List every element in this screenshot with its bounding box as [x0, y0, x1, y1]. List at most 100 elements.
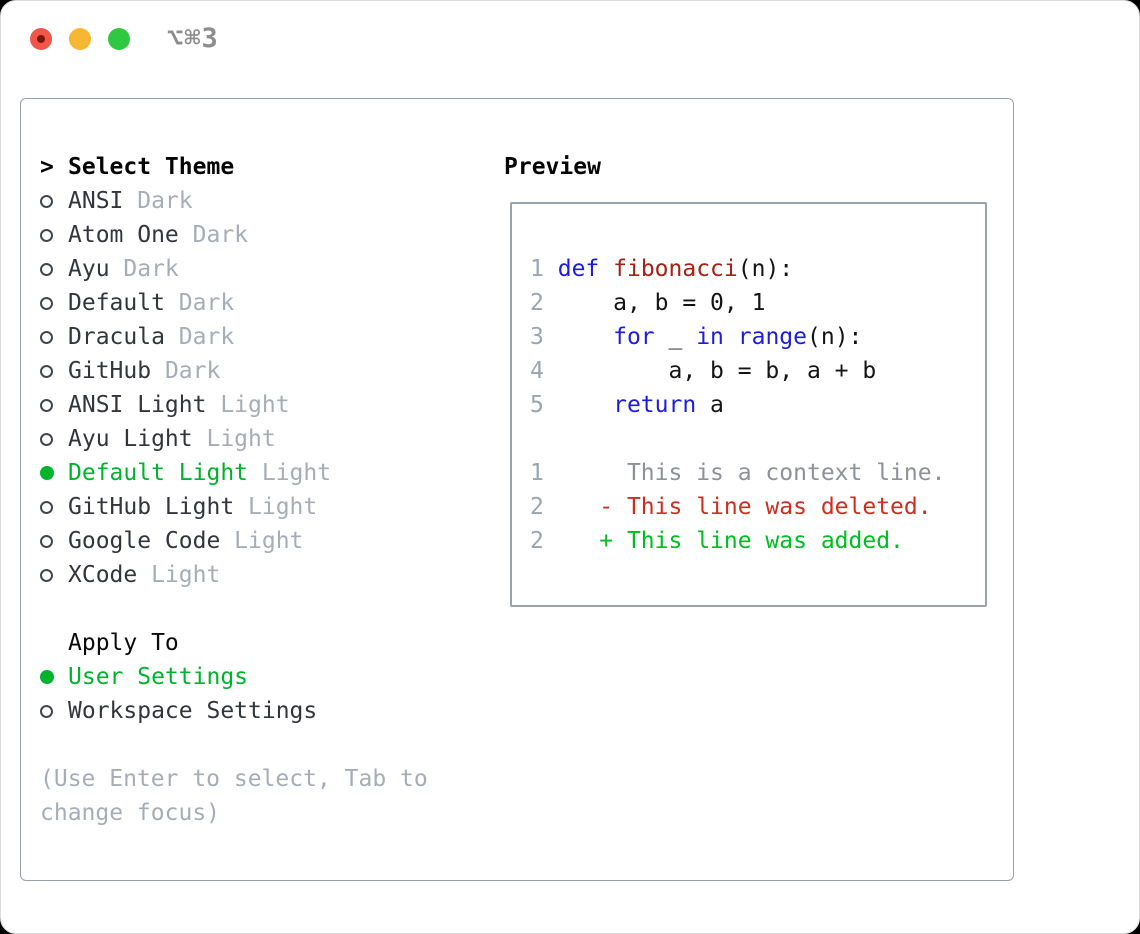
radio-selected-icon [40, 670, 54, 684]
code-token: _ [654, 324, 697, 350]
diff-text: This line was added. [626, 528, 904, 554]
diff-line-deleted: 2 - This line was deleted. [530, 490, 985, 524]
diff-line-added: 2 + This line was added. [530, 524, 985, 558]
radio-icon [40, 568, 53, 582]
theme-option-xcode[interactable]: XCode Light [40, 558, 485, 592]
radio-prefix [40, 364, 68, 378]
code-token: fibonacci [613, 256, 738, 282]
theme-option-label: Default Light [68, 460, 249, 486]
theme-variant-tag: Light [261, 460, 332, 486]
radio-icon [40, 364, 53, 378]
line-number: 2 [530, 290, 544, 316]
theme-option-default-light[interactable]: Default Light Light [40, 456, 485, 490]
apply-option-label: Workspace Settings [68, 698, 318, 724]
theme-variant-tag: Light [248, 494, 318, 520]
theme-variant-tag: Light [206, 426, 276, 452]
code-token: (n): [807, 324, 863, 350]
theme-variant-tag: Light [151, 562, 221, 588]
close-button[interactable] [30, 28, 52, 50]
diff-text: This is a context line. [626, 460, 946, 486]
apply-option-user-settings[interactable]: User Settings [40, 660, 485, 694]
radio-icon [40, 330, 53, 344]
apply-to-header: Apply To [40, 626, 485, 660]
blank-line [530, 422, 985, 456]
apply-option-workspace-settings[interactable]: Workspace Settings [40, 694, 485, 728]
theme-option-label: GitHub [68, 358, 152, 384]
code-token: (n): [737, 256, 794, 282]
radio-icon [40, 398, 53, 412]
minimize-button[interactable] [69, 28, 91, 50]
cursor-icon: > [40, 154, 54, 180]
theme-option-label: XCode [68, 562, 138, 588]
diff-sign: + [543, 528, 627, 554]
theme-option-github-light[interactable]: GitHub Light Light [40, 490, 485, 524]
theme-option-label: Atom One [68, 222, 179, 248]
code-token: def [557, 256, 600, 282]
theme-option-default[interactable]: Default Dark [40, 286, 485, 320]
theme-option-label: Google Code [68, 528, 221, 554]
preview-header: Preview [504, 154, 601, 180]
code-token: in [696, 324, 724, 350]
radio-prefix [40, 466, 68, 480]
code-line: 1 def fibonacci(n): [530, 252, 985, 286]
theme-variant-tag: Dark [178, 324, 235, 350]
radio-prefix [40, 500, 68, 514]
spacer [40, 592, 485, 626]
diff-sign: - [543, 494, 627, 520]
select-theme-title: Select Theme [68, 154, 235, 180]
theme-option-label: Default [68, 290, 165, 316]
theme-option-github[interactable]: GitHub Dark [40, 354, 485, 388]
close-dot-icon [37, 35, 45, 43]
theme-variant-tag: Light [220, 392, 290, 418]
theme-option-ayu-light[interactable]: Ayu Light Light [40, 422, 485, 456]
radio-icon [40, 432, 53, 446]
theme-variant-tag: Dark [164, 358, 221, 384]
diff-sign [544, 460, 627, 486]
diff-line-context: 1 This is a context line. [530, 456, 985, 490]
code-line: 5 return a [530, 388, 985, 422]
theme-option-label: ANSI [68, 188, 124, 214]
code-token: return [613, 392, 697, 418]
code-token: range [737, 324, 808, 350]
line-number: 2 [530, 528, 544, 554]
radio-icon [40, 194, 53, 208]
radio-icon [40, 500, 53, 514]
code-token [724, 324, 738, 350]
keyboard-shortcut-label: ⌥⌘3 [167, 23, 219, 54]
apply-option-label: User Settings [68, 664, 249, 690]
radio-prefix [40, 704, 68, 718]
theme-variant-tag: Dark [137, 188, 193, 214]
line-number: 1 [530, 256, 544, 282]
theme-option-ansi[interactable]: ANSI Dark [40, 184, 485, 218]
radio-prefix [40, 228, 68, 242]
line-number: 3 [530, 324, 544, 350]
code-token: a [696, 392, 724, 418]
radio-selected-icon [40, 466, 54, 480]
theme-option-label: Ayu [68, 256, 110, 282]
radio-prefix [40, 194, 68, 208]
line-number: 5 [530, 392, 544, 418]
radio-icon [40, 534, 53, 548]
code-token [558, 392, 613, 418]
zoom-button[interactable] [108, 28, 130, 50]
diff-preview: 1 This is a context line.2 - This line w… [530, 456, 985, 558]
radio-prefix [40, 534, 68, 548]
theme-variant-tag: Dark [178, 290, 235, 316]
line-number: 1 [530, 460, 544, 486]
line-number: 4 [530, 358, 544, 384]
theme-option-label: GitHub Light [68, 494, 235, 520]
theme-option-label: Ayu Light [68, 426, 193, 452]
radio-prefix [40, 670, 68, 684]
